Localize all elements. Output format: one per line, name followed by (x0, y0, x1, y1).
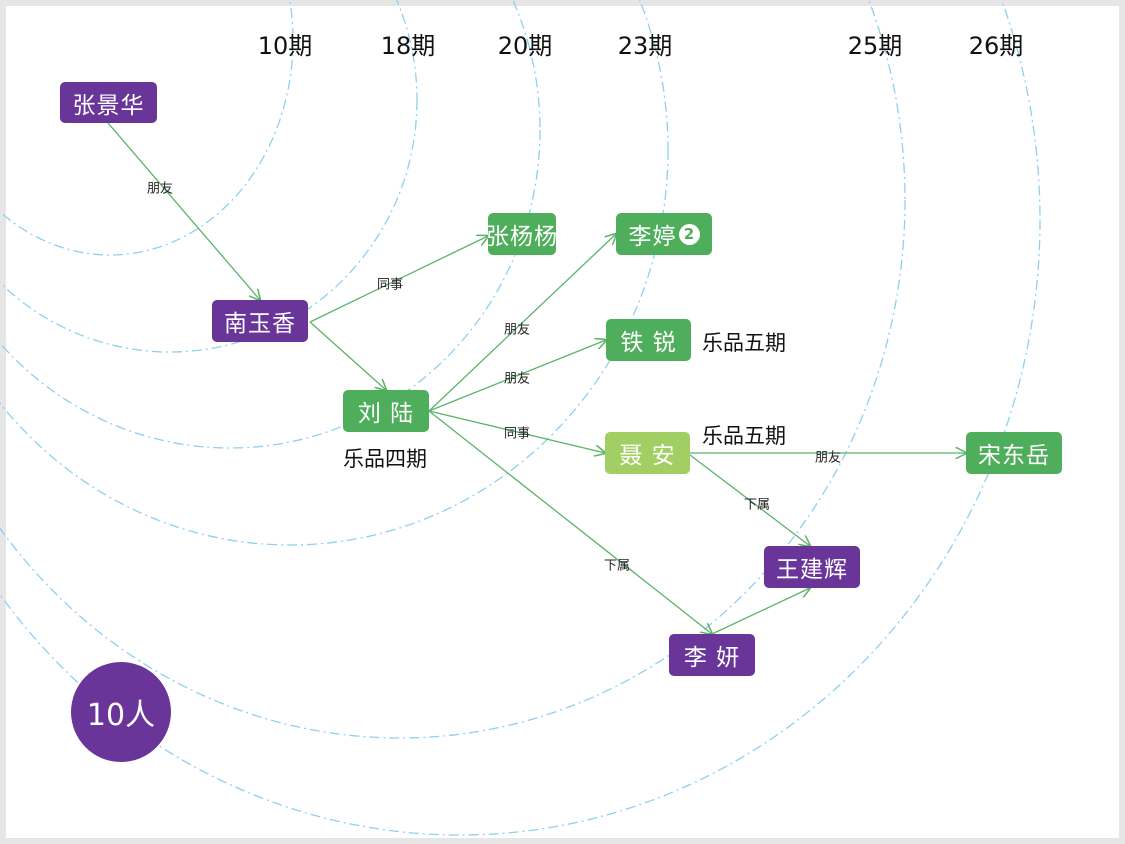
node-label: 铁 锐 (620, 330, 677, 356)
edge-nanyuxiang-zhangyangyang[interactable] (309, 236, 488, 323)
edge-niean-wangjianhui[interactable] (689, 454, 810, 546)
note-niean: 乐品五期 (702, 424, 786, 448)
edge-label: 朋友 (503, 371, 531, 387)
node-label: 宋东岳 (978, 443, 1050, 469)
node-label: 张景华 (72, 92, 145, 119)
node-nanyuxiang[interactable]: 南玉香 (212, 300, 308, 342)
edge-label: 下属 (603, 558, 631, 574)
period-ring-6 (0, 0, 1041, 836)
period-ring-2 (0, 0, 418, 353)
node-label: 南玉香 (224, 311, 296, 337)
edge-liulu-liting[interactable] (428, 234, 616, 412)
edge-zhangjinghua-nanyuxiang[interactable] (107, 122, 260, 300)
node-label: 李婷 (628, 224, 677, 250)
node-zhangyangyang[interactable]: 张杨杨 (486, 213, 558, 255)
edge-liyan-wangjianhui[interactable] (711, 588, 810, 635)
edge-nanyuxiang-liulu[interactable] (309, 321, 386, 390)
count-badge: 2 (678, 223, 700, 245)
edge-liulu-liyan[interactable] (428, 410, 712, 634)
period-label: 20期 (497, 32, 553, 60)
period-ring-4 (0, 0, 669, 546)
note-tierui: 乐品五期 (702, 331, 786, 355)
node-tierui[interactable]: 铁 锐 (606, 319, 691, 361)
node-liulu[interactable]: 刘 陆 (343, 390, 429, 432)
node-label: 聂 安 (619, 443, 676, 469)
period-label: 18期 (380, 32, 436, 60)
node-wangjianhui[interactable]: 王建辉 (764, 546, 860, 588)
period-ring-3 (0, 0, 541, 449)
period-ring-5 (0, 0, 906, 739)
edge-liulu-tierui[interactable] (428, 340, 606, 412)
node-label: 李 妍 (683, 645, 741, 671)
edge-label: 下属 (743, 497, 771, 513)
period-label: 23期 (617, 32, 673, 60)
people-count-badge: 10人 (71, 662, 171, 762)
edge-label: 朋友 (146, 181, 174, 197)
edge-label: 朋友 (503, 322, 531, 338)
period-label: 10期 (257, 32, 313, 60)
note-liulu: 乐品四期 (343, 447, 427, 471)
edge-label: 同事 (376, 277, 404, 293)
node-liyan[interactable]: 李 妍 (669, 634, 755, 676)
period-label: 25期 (847, 32, 903, 60)
node-label: 王建辉 (776, 557, 848, 583)
period-ring-1 (0, 0, 294, 256)
edge-label: 同事 (503, 426, 531, 442)
edge-label: 朋友 (814, 450, 842, 466)
node-label: 刘 陆 (357, 401, 415, 427)
period-label: 26期 (968, 32, 1024, 60)
node-niean[interactable]: 聂 安 (605, 432, 690, 474)
node-zhangjinghua[interactable]: 张景华 (60, 82, 157, 123)
node-songdongyue[interactable]: 宋东岳 (966, 432, 1062, 474)
edge-liulu-niean[interactable] (428, 410, 605, 453)
node-label: 张杨杨 (486, 224, 558, 250)
diagram-canvas (6, 6, 1119, 838)
